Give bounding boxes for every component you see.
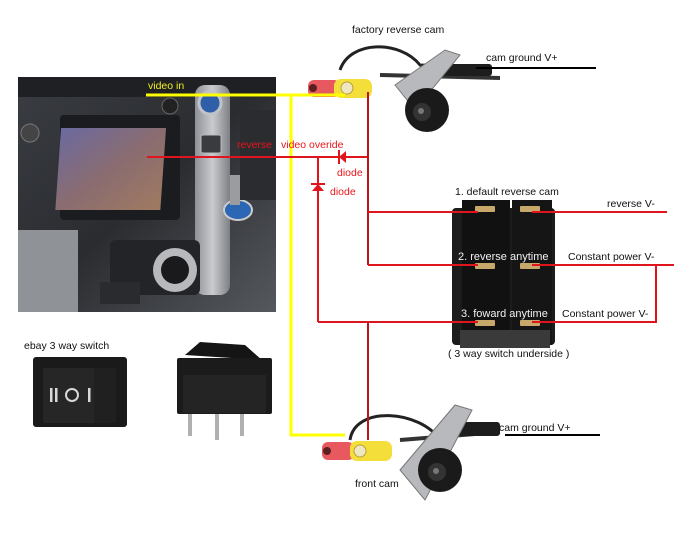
reverse-label: reverse (237, 139, 273, 151)
video-wire-front (289, 95, 345, 437)
front-camera (322, 404, 501, 501)
reverse-v-label: reverse V- (607, 198, 655, 210)
ebay-switch-side (177, 342, 272, 440)
switch-underside (452, 200, 555, 348)
switch-position-3-label: 3. foward anytime (461, 308, 548, 320)
ebay-switch-label: ebay 3 way switch (24, 340, 110, 352)
diode-label-2: diode (330, 186, 356, 198)
diode-icon (311, 183, 325, 191)
video-override-label: video overide (281, 139, 344, 151)
constant-power-label-1: Constant power V- (568, 251, 655, 263)
switch-position-2-label: 2. reverse anytime (458, 251, 549, 263)
switch-position-1-label: 1. default reverse cam (455, 186, 559, 198)
diode-label-1: diode (337, 167, 363, 179)
cam-ground-top-label: cam ground V+ (486, 52, 558, 64)
factory-reverse-camera (308, 45, 501, 132)
diode-icon (338, 150, 346, 164)
video-in-label: video in (148, 80, 185, 92)
constant-power-label-2: Constant power V- (562, 308, 649, 320)
front-cam-label: front cam (355, 478, 399, 490)
factory-cam-label: factory reverse cam (352, 24, 445, 36)
cam-ground-bottom-label: cam ground V+ (499, 422, 571, 434)
constant-power-wire-2 (532, 265, 657, 323)
switch-underside-label: ( 3 way switch underside ) (448, 348, 570, 360)
ebay-switch-front (33, 357, 127, 427)
